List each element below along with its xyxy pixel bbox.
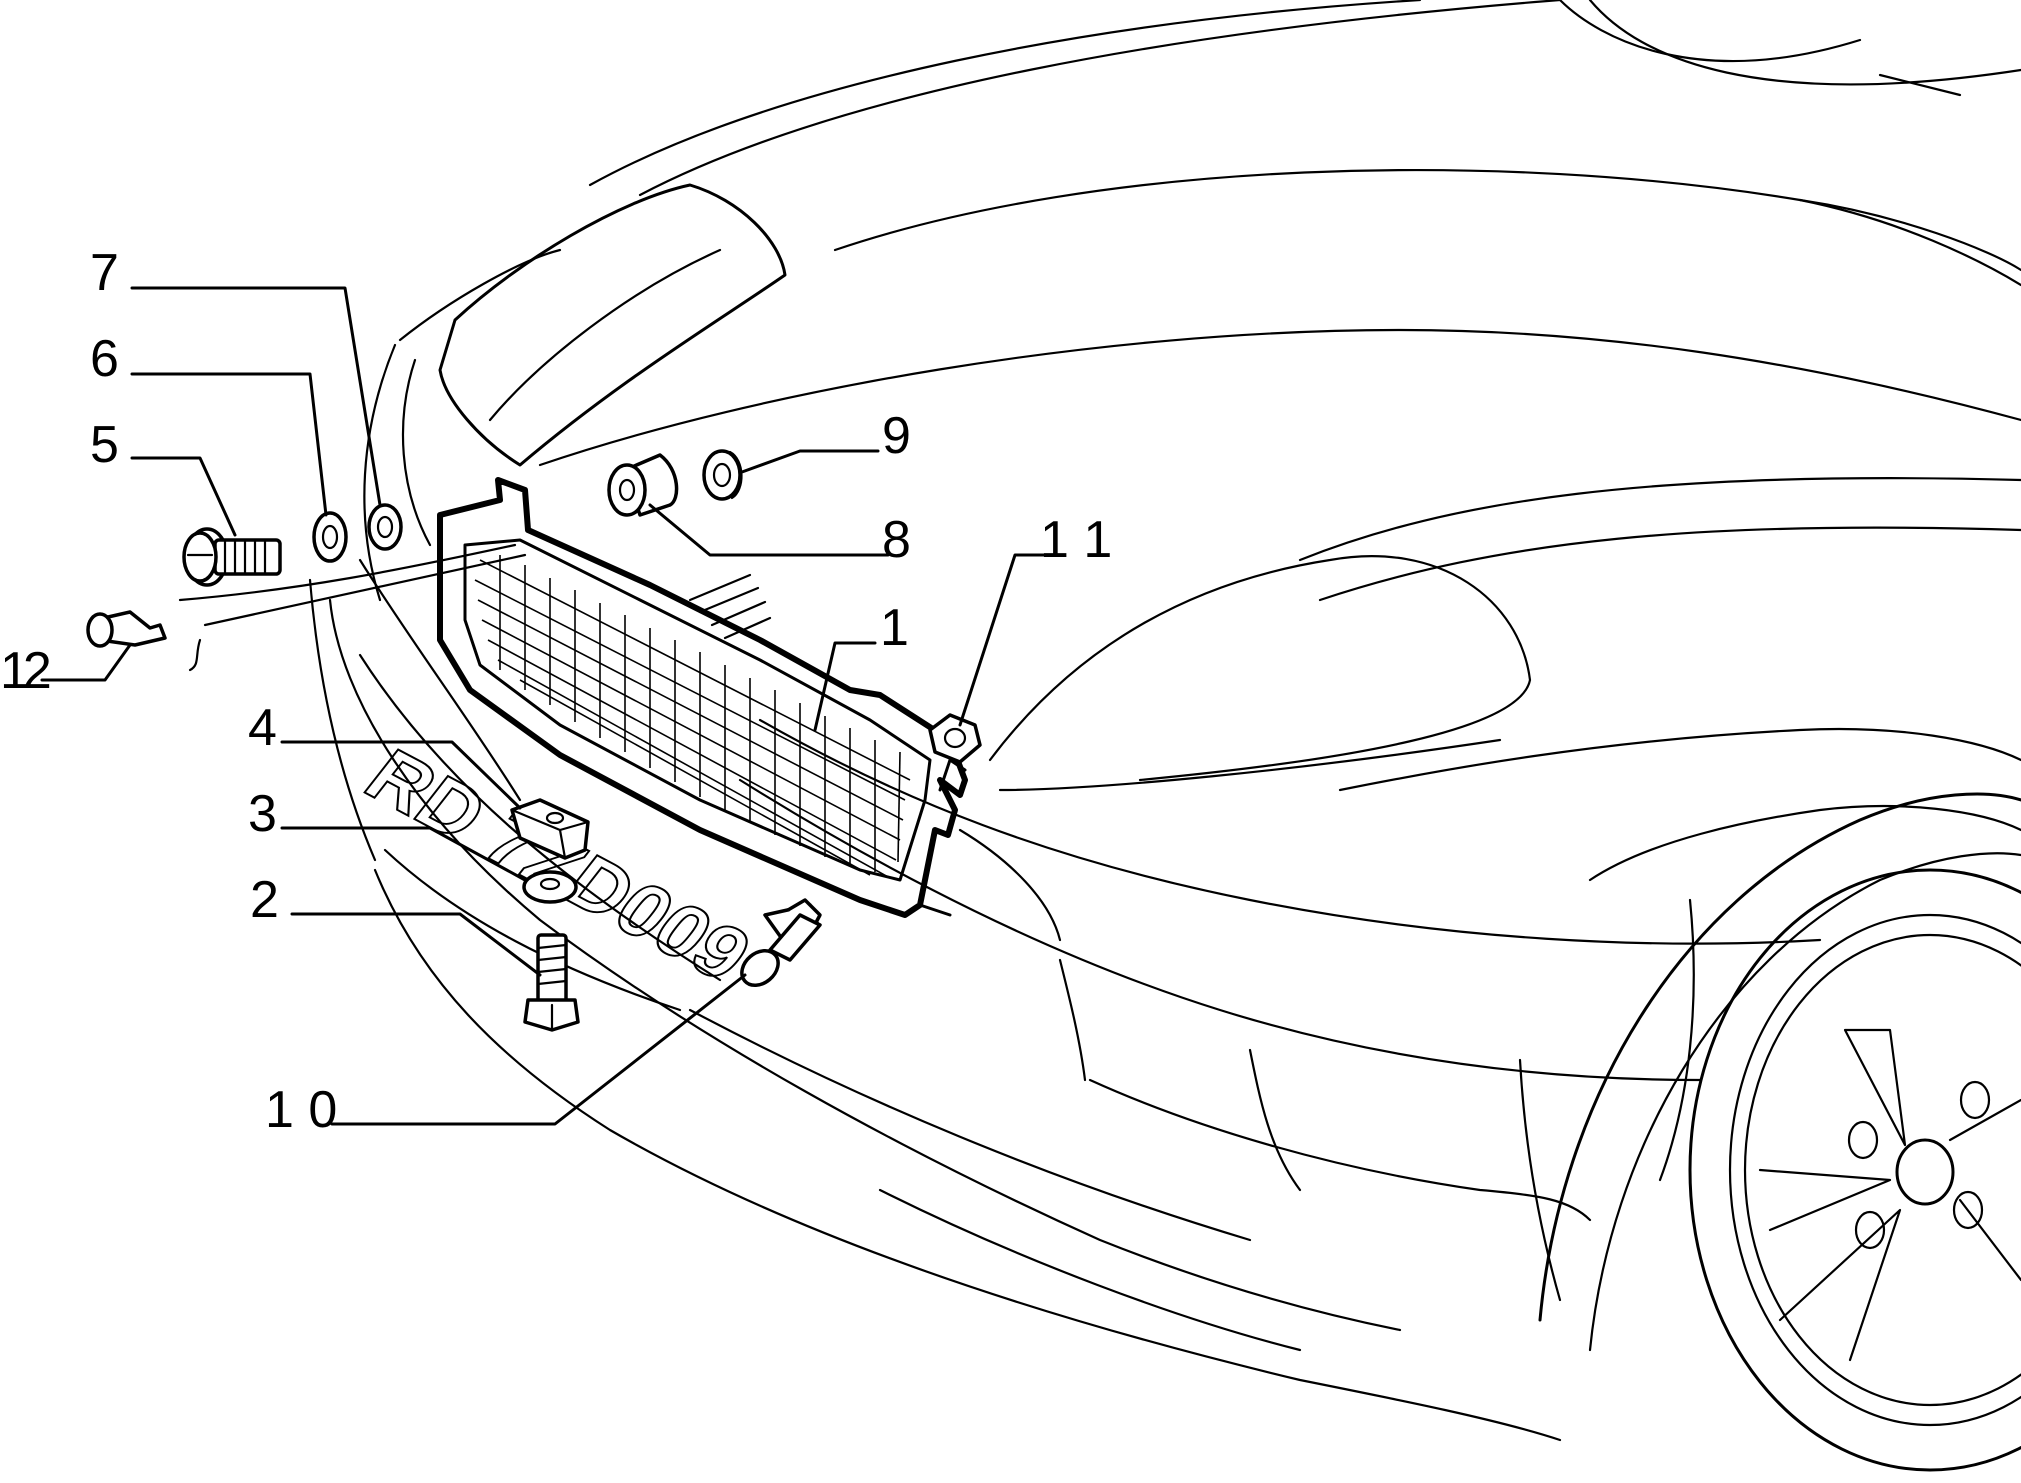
car-body-outline: [328, 0, 2021, 1472]
callout-5: 5: [90, 416, 119, 474]
callout-4: 4: [248, 699, 277, 757]
part-3-washer: [522, 870, 578, 904]
leader-5: [130, 456, 237, 537]
leader-10: [330, 973, 747, 1126]
callout-3: 3: [248, 785, 277, 843]
leader-7: [130, 286, 382, 507]
leader-4: [280, 740, 522, 810]
leader-12: [40, 643, 132, 682]
part-10-screw: [740, 898, 822, 987]
leader-8: [648, 503, 890, 557]
part-11-nut: [928, 713, 982, 764]
front-grille: [437, 477, 968, 918]
leader-3: [280, 826, 527, 882]
callout-11: 1 1: [1040, 511, 1112, 569]
callout-6: 6: [90, 330, 119, 388]
callout-12: 12: [0, 642, 50, 700]
callout-8: 8: [882, 511, 911, 569]
part-9-washer: [702, 449, 743, 501]
leader-11: [958, 553, 1052, 727]
part-7-washer: [367, 503, 403, 551]
callout-10: 1 0: [265, 1081, 337, 1139]
grille-mesh: [474, 555, 911, 879]
part-6-washer: [312, 511, 348, 563]
part-5-screw: [182, 527, 282, 587]
callout-2: 2: [250, 871, 279, 929]
callout-1: 1: [880, 599, 909, 657]
leader-lines: [40, 286, 1052, 1126]
part-12-clip: [86, 610, 167, 648]
front-wheel: [1688, 868, 2021, 1472]
leader-1: [813, 641, 877, 732]
part-2-bolt: [523, 933, 580, 1032]
callout-9: 9: [882, 407, 911, 465]
leader-2: [290, 912, 542, 977]
leader-6: [130, 372, 328, 517]
leader-9: [740, 449, 880, 474]
part-4-clip-nut: [510, 798, 590, 860]
part-8-spacer: [607, 453, 679, 517]
callout-7: 7: [90, 244, 119, 302]
